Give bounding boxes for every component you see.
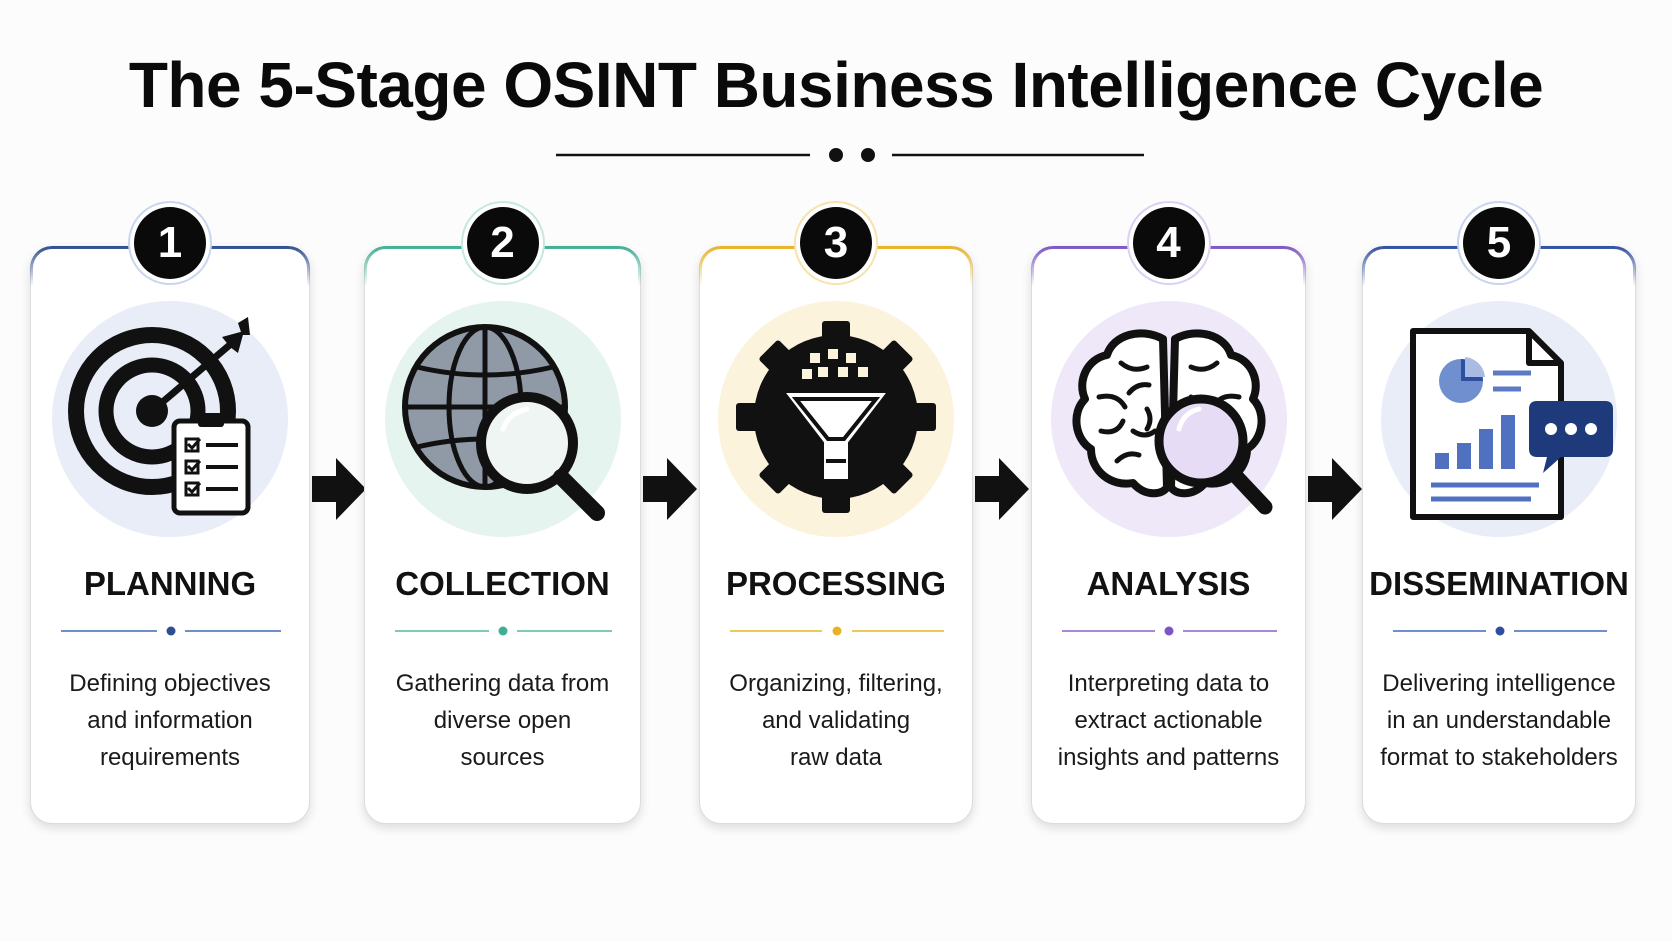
stage-title: PROCESSING <box>725 565 947 602</box>
stage-card-dissemination: 5 DISSEMINATION <box>1362 207 1636 824</box>
flow-arrow-icon <box>975 458 1029 520</box>
stage-divider <box>61 626 281 636</box>
stage-title: DISSEMINATION <box>1369 565 1629 602</box>
stage-card-collection: 2 COLLECTION Gathering data from diverse… <box>364 207 641 824</box>
gear-funnel-icon <box>736 321 936 513</box>
target-checklist-icon <box>68 317 251 516</box>
stage-description: Defining objectives and information requ… <box>69 670 271 771</box>
flow-arrow-icon <box>1308 458 1362 520</box>
title-divider <box>556 148 1144 162</box>
stage-title: COLLECTION <box>395 565 610 602</box>
collection-icon-container <box>384 301 621 537</box>
stage-number-badge: 4 <box>1132 207 1205 279</box>
report-chat-icon <box>1410 328 1613 520</box>
stage-number-badge: 3 <box>800 207 872 279</box>
stage-description: Interpreting data to extract actionable … <box>1057 670 1280 771</box>
stage-divider <box>1062 626 1277 636</box>
flow-arrow-icon <box>643 458 697 520</box>
planning-icon-container <box>52 301 288 537</box>
page-title: The 5-Stage OSINT Business Intelligence … <box>128 49 1544 121</box>
stage-number-badge: 5 <box>1463 207 1535 279</box>
stage-card-planning: 1 PLANNING Def <box>30 207 310 824</box>
stage-divider <box>1393 626 1607 636</box>
stage-description: Organizing, filtering, and validating ra… <box>729 670 943 771</box>
brain-magnifier-icon <box>1071 329 1272 515</box>
stage-title: PLANNING <box>83 565 257 602</box>
stage-description: Delivering intelligence in an understand… <box>1380 670 1618 771</box>
stage-divider <box>730 626 944 636</box>
flow-arrow-icon <box>312 458 366 520</box>
processing-icon-container <box>718 301 954 537</box>
stage-title: ANALYSIS <box>1086 565 1251 602</box>
dissemination-icon-container <box>1381 301 1617 537</box>
analysis-icon-container <box>1050 301 1287 537</box>
stage-card-analysis: 4 ANALYSIS <box>1031 207 1306 824</box>
stage-number-badge: 2 <box>466 207 539 279</box>
stage-divider <box>395 626 612 636</box>
globe-magnifier-icon <box>401 324 605 521</box>
stage-number-badge: 1 <box>134 207 206 279</box>
stage-card-processing: 3 <box>699 207 973 824</box>
stage-description: Gathering data from diverse open sources <box>395 670 610 771</box>
